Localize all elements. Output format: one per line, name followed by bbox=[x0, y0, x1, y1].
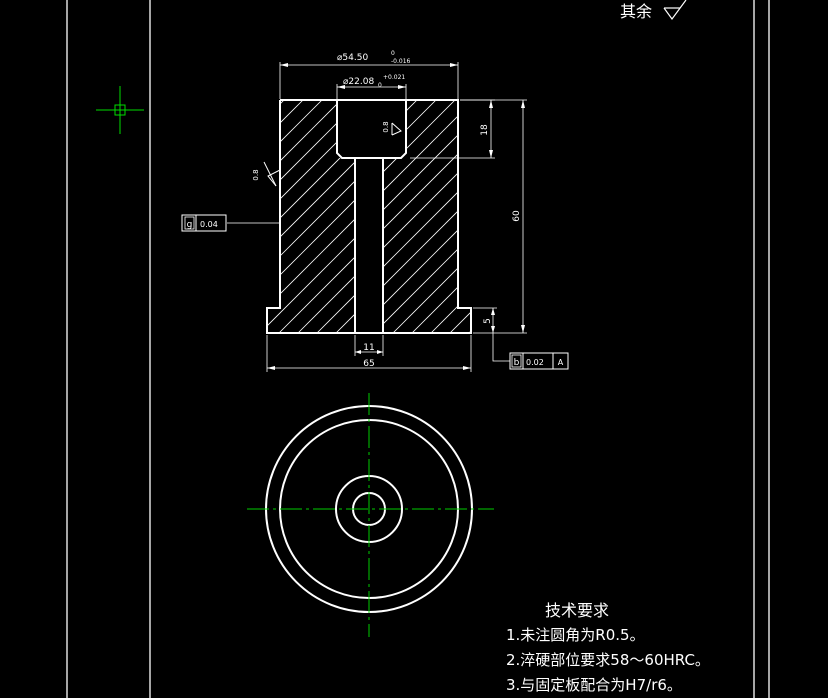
tech-requirement-item-3: 3.与固定板配合为H7/r6。 bbox=[506, 676, 682, 694]
hatch-line bbox=[346, 100, 471, 333]
dimension-lines bbox=[227, 62, 527, 372]
section-view bbox=[0, 0, 472, 360]
tolerance-right-symbol: b bbox=[514, 358, 520, 368]
bore-depth-value: 18 bbox=[480, 124, 490, 136]
hatch-line bbox=[441, 100, 471, 333]
tech-requirement-item-2: 2.淬硬部位要求58～60HRC。 bbox=[506, 651, 710, 669]
hatch-line bbox=[267, 100, 471, 333]
tolerance-left-symbol: g bbox=[187, 220, 193, 230]
hatch-line bbox=[0, 0, 232, 360]
hatch-line bbox=[327, 100, 471, 333]
hatch-line bbox=[267, 100, 471, 333]
flange-height-value: 5 bbox=[483, 318, 493, 324]
top-view bbox=[247, 393, 494, 637]
bore-diameter-value: ⌀22.08 bbox=[343, 77, 374, 87]
hatch-line bbox=[267, 100, 290, 333]
hatch-line bbox=[0, 0, 156, 360]
hatch-line bbox=[267, 100, 471, 333]
hatch-line bbox=[267, 100, 385, 333]
roughness-outer: 0.8 bbox=[252, 161, 281, 187]
bore-diameter-upper-tol: +0.021 bbox=[383, 74, 405, 81]
roughness-outer-value: 0.8 bbox=[252, 169, 260, 180]
tolerance-frame-right: b 0.02 A bbox=[509, 352, 569, 370]
dimension-texts: ⌀54.50 0 -0.016 ⌀22.08 +0.021 0 18 60 5 … bbox=[337, 50, 522, 369]
hole-diameter-value: 11 bbox=[363, 343, 374, 353]
hatch-line bbox=[267, 100, 347, 333]
roughness-bore-icon bbox=[391, 122, 402, 136]
hatch-line bbox=[270, 100, 471, 333]
hatch-line bbox=[365, 100, 471, 333]
hatch-line bbox=[267, 100, 328, 333]
roughness-bore: 0.8 bbox=[382, 121, 402, 136]
hatch-line bbox=[0, 0, 194, 360]
part-outline bbox=[266, 99, 472, 334]
hatch-line bbox=[267, 100, 309, 333]
roughness-outer-icon bbox=[263, 161, 281, 187]
hatch-line bbox=[0, 0, 175, 360]
total-height-value: 60 bbox=[512, 210, 522, 222]
hatch-line bbox=[0, 0, 137, 360]
bore-diameter-lower-tol: 0 bbox=[378, 82, 382, 89]
hatch-line bbox=[0, 0, 99, 360]
roughness-symbol-icon bbox=[663, 0, 687, 21]
tech-requirement-item-1: 1.未注圆角为R0.5。 bbox=[506, 626, 645, 644]
hatch-line bbox=[267, 100, 271, 333]
hatch-line bbox=[0, 0, 251, 360]
tolerance-right-value: 0.02 bbox=[526, 358, 544, 367]
surface-note: 其余 bbox=[620, 0, 687, 21]
top-diameter-value: ⌀54.50 bbox=[337, 53, 368, 63]
hatch-line bbox=[267, 100, 471, 333]
hatch-line bbox=[422, 100, 471, 333]
top-diameter-lower-tol: -0.016 bbox=[391, 58, 411, 65]
hatch-line bbox=[0, 0, 213, 360]
tech-requirements: 技术要求 1.未注圆角为R0.5。 2.淬硬部位要求58～60HRC。 3.与固… bbox=[506, 601, 710, 694]
hatch-line bbox=[384, 100, 471, 333]
hatch-line bbox=[0, 0, 118, 360]
hatch-line bbox=[267, 100, 366, 333]
tolerance-right-datum: A bbox=[558, 358, 564, 367]
roughness-bore-value: 0.8 bbox=[382, 121, 390, 132]
surface-note-text: 其余 bbox=[620, 2, 652, 21]
base-width-value: 65 bbox=[363, 359, 374, 369]
tech-requirements-title: 技术要求 bbox=[545, 601, 609, 620]
top-diameter-upper-tol: 0 bbox=[391, 50, 395, 57]
cad-cursor-crosshair[interactable] bbox=[96, 86, 144, 134]
dimension-arrows bbox=[267, 63, 525, 370]
hatch-line bbox=[267, 100, 471, 333]
tolerance-frame-left: g 0.04 bbox=[181, 214, 227, 232]
drawing-frame bbox=[66, 0, 770, 698]
tolerance-left-value: 0.04 bbox=[200, 220, 218, 229]
section-hatch bbox=[0, 0, 471, 360]
top-view-centerlines bbox=[247, 393, 494, 637]
hatch-line bbox=[267, 100, 442, 333]
hatch-line bbox=[0, 0, 80, 360]
hatch-line bbox=[267, 100, 471, 333]
